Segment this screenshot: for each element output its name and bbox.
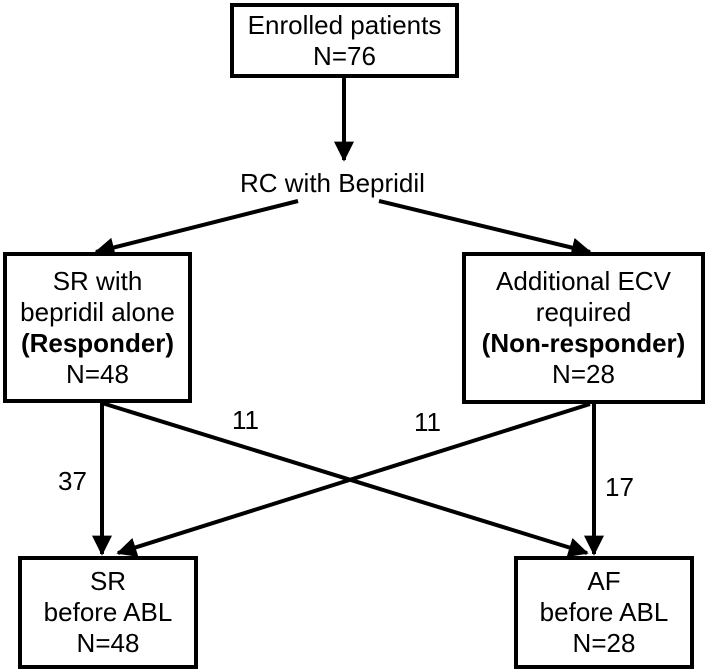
- responder-line2: bepridil alone: [20, 296, 175, 327]
- nonresponder-box: Additional ECV required (Non-responder) …: [462, 252, 705, 404]
- sr-before-abl-box: SR before ABL N=48: [18, 556, 198, 669]
- arrow-responder-to-af: [101, 401, 589, 558]
- af-before-line2: before ABL: [539, 597, 669, 627]
- responder-label: (Responder): [20, 327, 175, 358]
- nonresponder-count: N=28: [552, 359, 615, 389]
- sr-before-line2: before ABL: [43, 597, 173, 627]
- sr-before-line1: SR: [89, 566, 127, 596]
- enrolled-count: N=76: [313, 40, 376, 71]
- af-before-abl-box: AF before ABL N=28: [514, 556, 694, 669]
- count-responder-to-sr: 37: [58, 466, 87, 496]
- count-nonresponder-to-sr: 11: [414, 407, 441, 437]
- count-responder-to-af: 11: [232, 405, 259, 435]
- af-before-count: N=28: [572, 628, 636, 658]
- enrolled-title: Enrolled patients: [247, 9, 442, 40]
- nonresponder-line1: Additional ECV: [496, 266, 671, 296]
- rc-with-bepridil-label: RC with Bepridil: [240, 168, 425, 198]
- arrow-rc-to-responder: [94, 199, 299, 258]
- nonresponder-line2: required: [535, 297, 632, 327]
- sr-before-count: N=48: [76, 628, 140, 658]
- enrolled-patients-box: Enrolled patients N=76: [230, 3, 459, 78]
- responder-count: N=48: [66, 358, 129, 389]
- count-nonresponder-to-af: 17: [605, 472, 634, 502]
- nonresponder-label: (Non-responder): [481, 328, 686, 358]
- arrow-rc-to-nonresponder: [378, 199, 592, 258]
- af-before-line1: AF: [587, 566, 621, 596]
- responder-box: SR with bepridil alone (Responder) N=48: [3, 252, 192, 403]
- responder-line1: SR with: [52, 265, 143, 296]
- arrow-nonresponder-to-sr: [116, 402, 591, 558]
